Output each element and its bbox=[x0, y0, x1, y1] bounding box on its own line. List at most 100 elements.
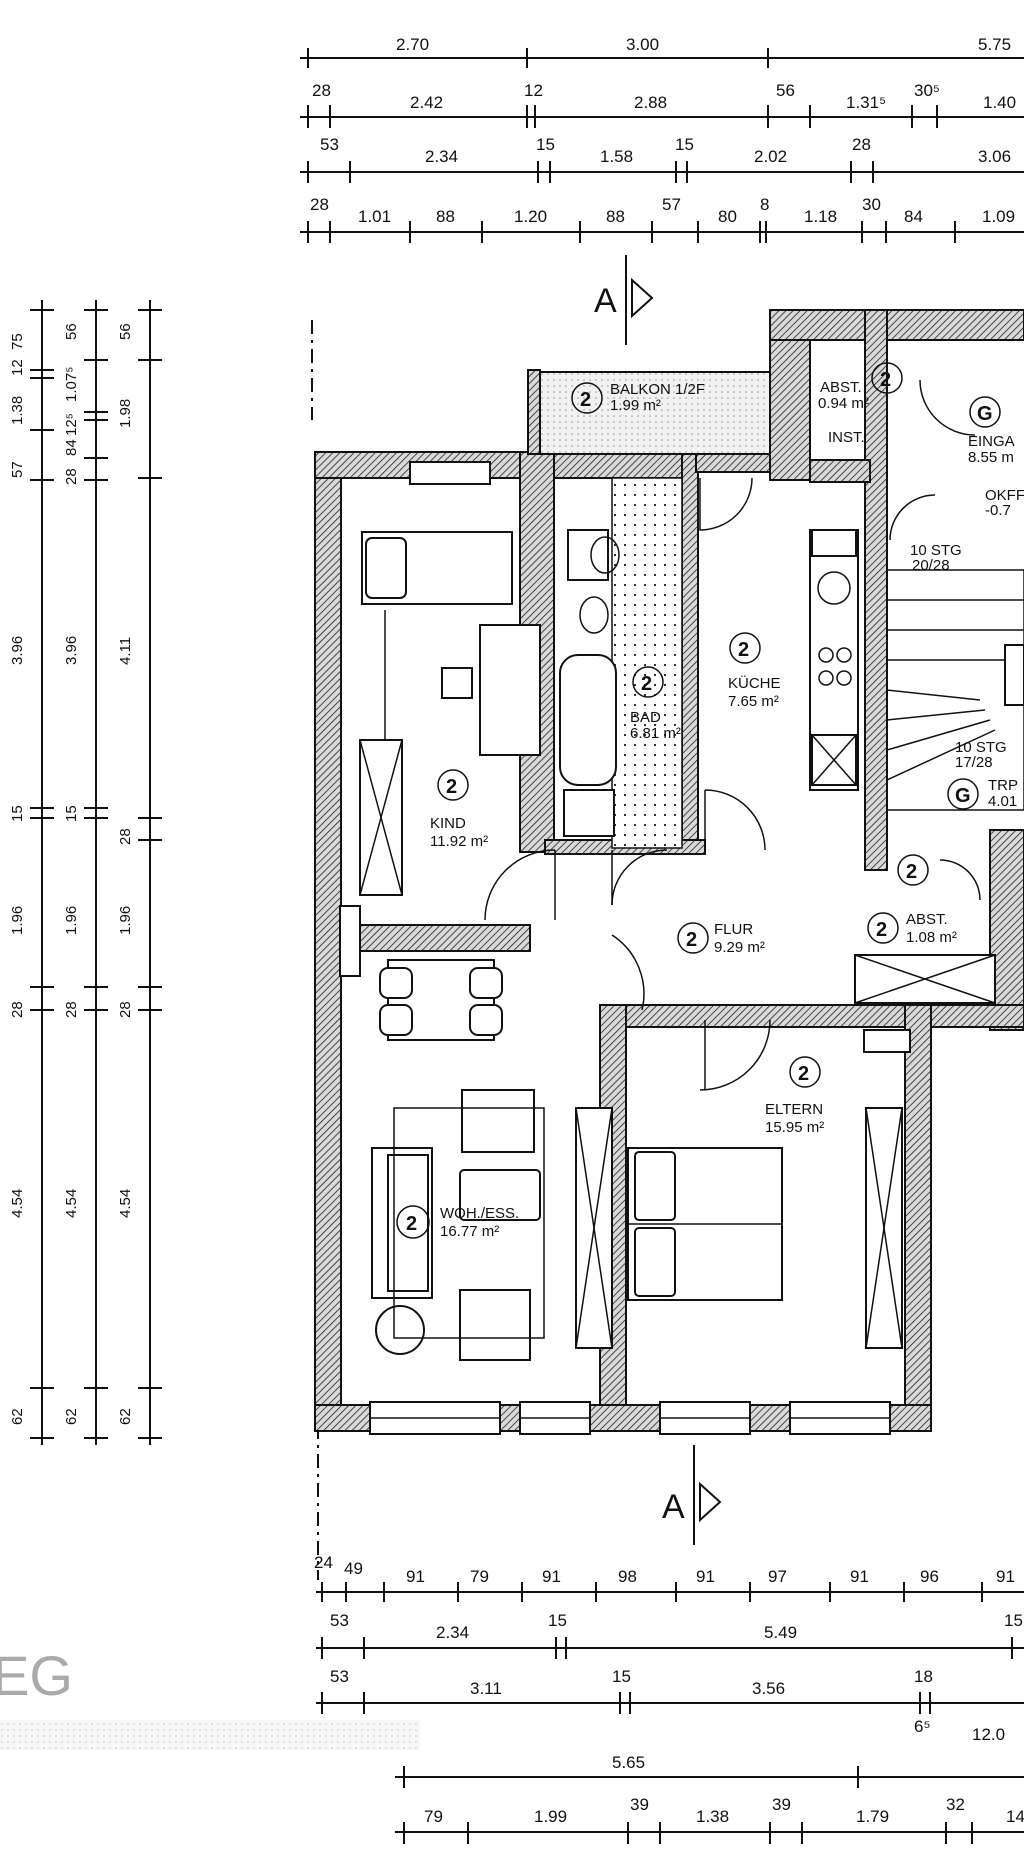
dim-top-3-g: 28 bbox=[852, 135, 871, 154]
dim-bot-2-a: 53 bbox=[330, 1611, 349, 1630]
dim-left-2-c: 12⁵ bbox=[63, 413, 80, 436]
dim-bot-1-a: 24 bbox=[314, 1553, 333, 1572]
room-abst-top-area: 0.94 m² bbox=[818, 395, 869, 412]
dim-left-2-k: 62 bbox=[63, 1408, 80, 1425]
dim-top-2-d: 2.88 bbox=[634, 93, 667, 112]
room-inst-label: INST. bbox=[828, 429, 865, 446]
dim-bot-3-b: 3.11 bbox=[470, 1679, 502, 1698]
dim-bot-2-d: 5.49 bbox=[764, 1623, 797, 1642]
section-label-top: A bbox=[594, 282, 617, 320]
top-dimension-chains: 2.70 3.00 5.75 28 2.42 12 2.88 56 1.31⁵ … bbox=[300, 35, 1024, 243]
dim-top-4-d: 1.20 bbox=[514, 207, 547, 226]
dim-bot-3-e: 18 bbox=[914, 1667, 933, 1686]
dim-top-4-a: 28 bbox=[310, 195, 329, 214]
dim-left-1-c: 1.38 bbox=[9, 396, 26, 425]
eltern-furniture bbox=[575, 1029, 911, 1349]
dim-top-3-d: 1.58 bbox=[600, 147, 633, 166]
room-abst-flur: 2 ABST. 1.08 m² bbox=[867, 911, 957, 946]
dim-bot-5-a: 79 bbox=[424, 1807, 443, 1826]
dim-left-1-f: 15 bbox=[9, 805, 26, 822]
room-eltern-area: 15.95 m² bbox=[765, 1119, 824, 1136]
dim-top-2-g: 30⁵ bbox=[914, 81, 940, 100]
room-bad: 2 BAD 6.81 m² bbox=[630, 666, 681, 742]
windows bbox=[339, 461, 891, 1435]
room-bad-num: 2 bbox=[641, 673, 652, 695]
dim-left-1-e: 3.96 bbox=[9, 636, 26, 665]
stair-label-top: 10 STG 20/28 bbox=[910, 542, 962, 574]
dim-bot-5-h: 14 bbox=[1006, 1807, 1024, 1826]
room-eltern: 2 ELTERN 15.95 m² bbox=[765, 1056, 824, 1136]
room-abst-flur-area: 1.08 m² bbox=[906, 929, 957, 946]
room-treppe-name: TRP bbox=[988, 777, 1018, 794]
dim-left-3-e: 1.96 bbox=[117, 906, 134, 935]
okff-label: OKFF -0.7 bbox=[985, 487, 1024, 519]
room-flur-name: FLUR bbox=[714, 921, 753, 938]
dim-bot-3-a: 53 bbox=[330, 1667, 349, 1686]
room-wohn-ess-num: 2 bbox=[406, 1213, 417, 1235]
room-kueche-area: 7.65 m² bbox=[728, 693, 779, 710]
dim-left-1-d: 57 bbox=[9, 461, 26, 478]
dim-bot-1-k: 91 bbox=[996, 1567, 1015, 1586]
floor-label: EG bbox=[0, 1644, 73, 1707]
dim-top-2-a: 28 bbox=[312, 81, 331, 100]
dim-bot-5-b: 1.99 bbox=[534, 1807, 567, 1826]
room-kind-num: 2 bbox=[446, 776, 457, 798]
dim-left-3-h: 62 bbox=[117, 1408, 134, 1425]
dim-left-3-a: 56 bbox=[117, 323, 134, 340]
dim-bot-1-i: 91 bbox=[850, 1567, 869, 1586]
section-label-bottom: A bbox=[662, 1488, 685, 1526]
dim-bot-2-c: 15 bbox=[548, 1611, 567, 1630]
room-flur-num: 2 bbox=[686, 929, 697, 951]
dim-left-3-f: 28 bbox=[117, 1001, 134, 1018]
dim-left-1-a: 75 bbox=[9, 333, 26, 350]
room-balkon-num: 2 bbox=[580, 389, 591, 411]
dim-bot-5-e: 39 bbox=[772, 1795, 791, 1814]
dim-bot-1-b: 49 bbox=[344, 1559, 363, 1578]
dim-top-4-b: 1.01 bbox=[358, 207, 391, 226]
dim-bot-2-e: 15 bbox=[1004, 1611, 1023, 1630]
room-eingang-num: G bbox=[977, 403, 993, 425]
dim-top-3-h: 3.06 bbox=[978, 147, 1011, 166]
room-bad-area: 6.81 m² bbox=[630, 725, 681, 742]
stair-bottom-rise: 17/28 bbox=[955, 754, 993, 771]
dim-left-3-c: 4.11 bbox=[117, 637, 134, 665]
room-marker-hall-num: 2 bbox=[906, 861, 917, 883]
dim-top-2-b: 2.42 bbox=[410, 93, 443, 112]
dim-top-3-a: 53 bbox=[320, 135, 339, 154]
dim-top-2-f: 1.31⁵ bbox=[846, 93, 886, 112]
dim-bot-5-f: 1.79 bbox=[856, 1807, 889, 1826]
dim-bot-1-d: 79 bbox=[470, 1567, 489, 1586]
dim-top-3-b: 2.34 bbox=[425, 147, 458, 166]
dim-left-3-d: 28 bbox=[117, 828, 134, 845]
room-treppe-num: G bbox=[955, 785, 971, 807]
dim-top-4-l: 1.09 bbox=[982, 207, 1015, 226]
dim-left-2-b: 1.07⁵ bbox=[63, 367, 80, 402]
room-balkon-area: 1.99 m² bbox=[610, 397, 661, 414]
stair-label-bottom: 10 STG 17/28 bbox=[955, 739, 1007, 771]
dim-left-2-e: 28 bbox=[63, 468, 80, 485]
room-treppe: G TRP 4.01 bbox=[947, 777, 1018, 810]
room-kueche-name: KÜCHE bbox=[728, 674, 781, 692]
room-marker-hall: 2 bbox=[897, 854, 929, 886]
room-wohn-ess-area: 16.77 m² bbox=[440, 1223, 499, 1240]
dim-bot-1-j: 96 bbox=[920, 1567, 939, 1586]
stair-top-rise: 20/28 bbox=[912, 557, 950, 574]
left-dimension-chains: 75 12 1.38 57 3.96 15 1.96 28 4.54 62 56… bbox=[9, 300, 162, 1445]
dim-left-2-j: 4.54 bbox=[63, 1189, 80, 1218]
room-kueche: 2 KÜCHE 7.65 m² bbox=[728, 632, 781, 710]
dim-bot-5-c: 39 bbox=[630, 1795, 649, 1814]
room-eingang-area: 8.55 m bbox=[968, 449, 1014, 466]
dim-top-1-c: 5.75 bbox=[978, 35, 1011, 54]
dim-left-2-f: 3.96 bbox=[63, 636, 80, 665]
room-abst-flur-num: 2 bbox=[876, 919, 887, 941]
dim-left-2-a: 56 bbox=[63, 323, 80, 340]
room-eingang-name: EINGA bbox=[968, 433, 1015, 450]
room-kind-name: KIND bbox=[430, 815, 466, 832]
dim-bot-1-c: 91 bbox=[406, 1567, 425, 1586]
dim-top-4-k: 84 bbox=[904, 207, 923, 226]
dim-top-4-h: 8 bbox=[760, 195, 769, 214]
dim-left-1-g: 1.96 bbox=[9, 906, 26, 935]
dim-top-4-j: 30 bbox=[862, 195, 881, 214]
door-swings bbox=[484, 379, 981, 1091]
